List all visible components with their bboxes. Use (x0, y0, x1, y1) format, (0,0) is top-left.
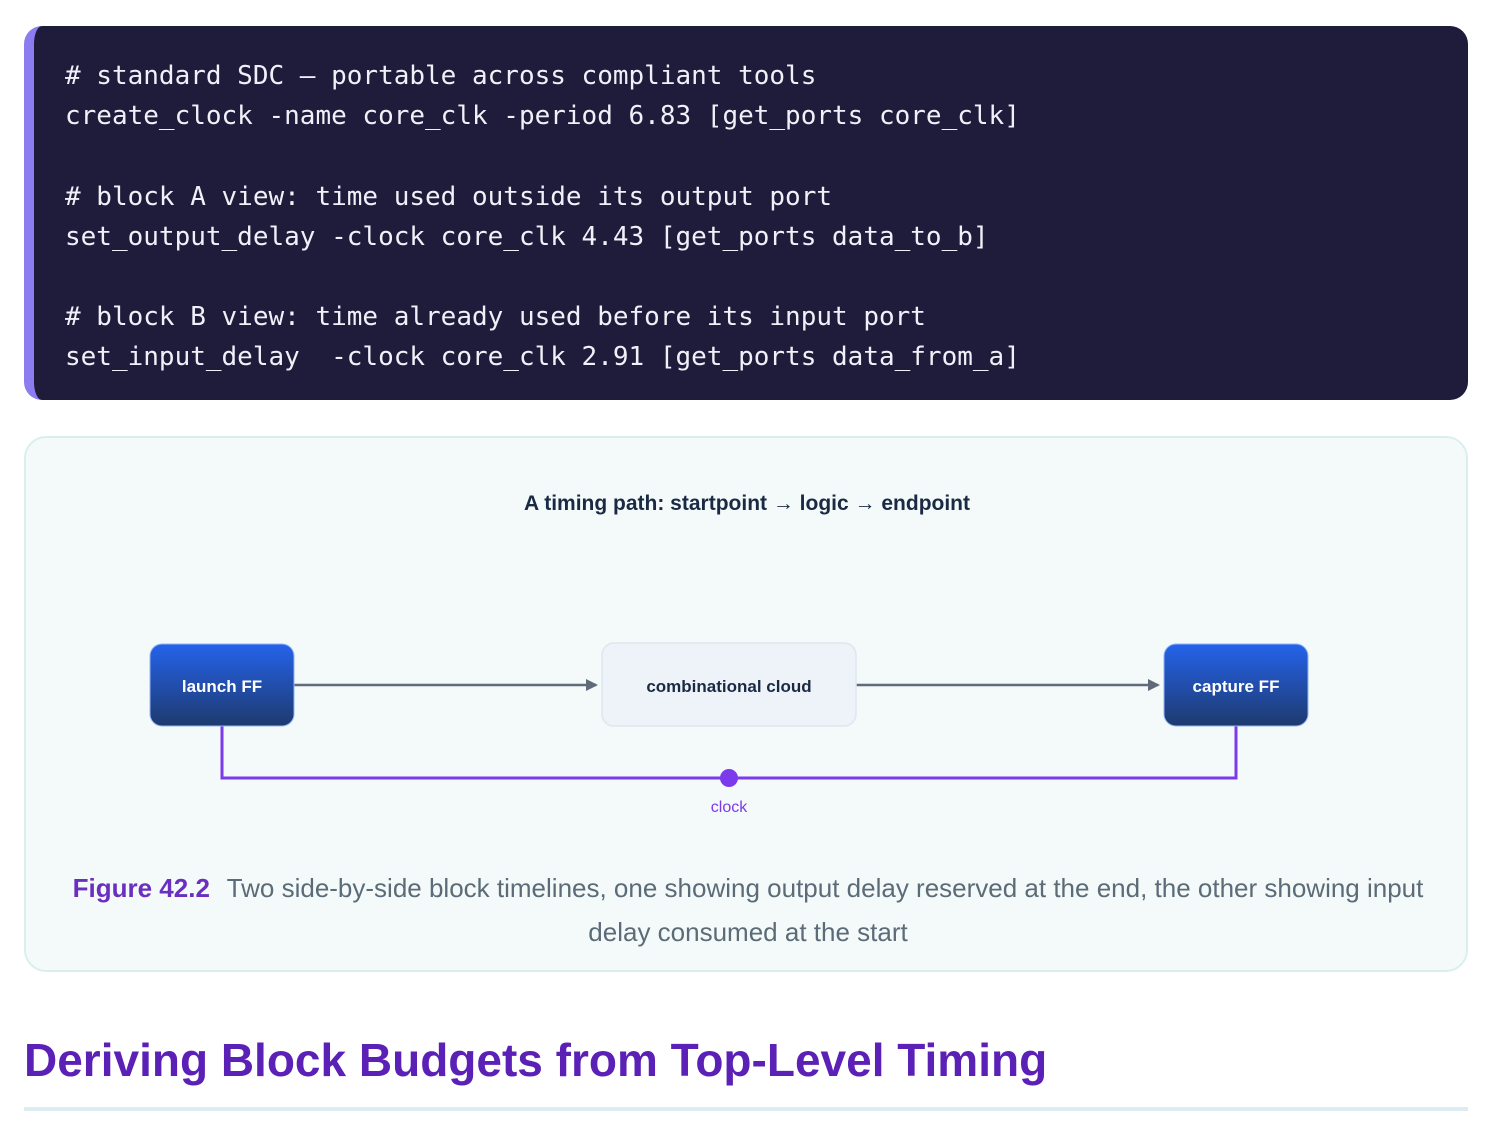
code-line: # block A view: time used outside its ou… (65, 181, 833, 212)
capture-ff-label: capture FF (1193, 677, 1280, 696)
code-line (65, 257, 1468, 297)
code-block: # standard SDC — portable across complia… (24, 26, 1468, 400)
code-line: set_output_delay -clock core_clk 4.43 [g… (65, 221, 989, 252)
capture-ff-node: capture FF (1163, 643, 1309, 727)
combinational-cloud-label: combinational cloud (646, 677, 811, 696)
code-line: # standard SDC — portable across complia… (65, 61, 817, 91)
launch-ff-label: launch FF (182, 677, 262, 696)
figure-number: Figure 42.2 (72, 873, 210, 903)
figure-caption-text: Two side-by-side block timelines, one sh… (226, 873, 1424, 947)
code-line: set_input_delay -clock core_clk 2.91 [ge… (65, 342, 1020, 373)
code-line: # block B view: time already used before… (65, 302, 926, 333)
timing-path-diagram: A timing path: startpoint → logic → endp… (149, 492, 1309, 816)
combinational-cloud-node: combinational cloud (601, 642, 857, 727)
clock-label: clock (711, 799, 748, 816)
figure-caption: Figure 42.2 Two side-by-side block timel… (66, 866, 1430, 954)
code-line (65, 136, 1468, 176)
section-heading: Deriving Block Budgets from Top-Level Ti… (24, 1034, 1048, 1086)
code-line: create_clock -name core_clk -period 6.83… (65, 101, 1020, 132)
diagram-title: A timing path: startpoint → logic → endp… (524, 492, 970, 515)
launch-ff-node: launch FF (149, 643, 295, 727)
figure: A timing path: startpoint → logic → endp… (24, 436, 1468, 972)
heading-divider (24, 1107, 1468, 1111)
clock-source-dot (720, 769, 738, 787)
